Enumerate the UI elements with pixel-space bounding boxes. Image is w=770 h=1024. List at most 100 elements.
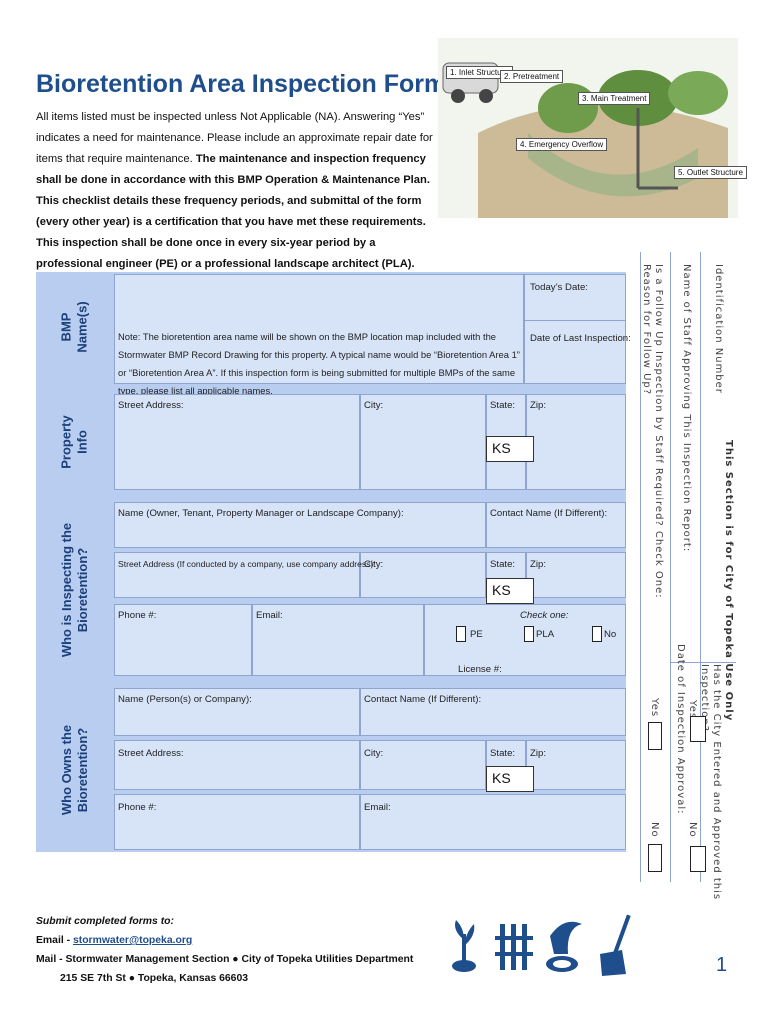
staff-divider-1: [670, 252, 671, 882]
inspector-city-label: City:: [364, 559, 384, 570]
intro-text: All items listed must be inspected unles…: [36, 107, 436, 275]
follow-up-label: Is a Follow Up Inspection by Staff Requi…: [653, 264, 664, 599]
label-outlet-structure: 5. Outlet Structure: [674, 166, 747, 179]
property-street-field[interactable]: [114, 394, 360, 490]
icon-row: [452, 914, 631, 976]
inspector-street-label: Street Address (If conducted by a compan…: [118, 559, 376, 569]
no-checkbox[interactable]: [592, 626, 602, 642]
owner-name-label: Name (Person(s) or Company):: [118, 694, 252, 705]
date-last-inspection-label: Date of Last Inspection:: [530, 333, 631, 344]
inspector-name-field[interactable]: [114, 502, 486, 548]
inspector-state-value: KS: [486, 578, 534, 604]
property-state-value: KS: [486, 436, 534, 462]
inspector-zip-field[interactable]: [526, 552, 626, 598]
intro-bold: The maintenance and inspection frequency…: [36, 153, 430, 270]
email-prefix: Email -: [36, 935, 73, 946]
address-line: 215 SE 7th St ● Topeka, Kansas 66603: [60, 973, 249, 984]
entered-no-checkbox[interactable]: [690, 846, 706, 872]
footer: Submit completed forms to: Email - storm…: [36, 912, 413, 988]
owner-phone-field[interactable]: [114, 794, 360, 850]
todays-date-label: Today’s Date:: [530, 282, 588, 293]
staff-divider-left: [640, 252, 641, 882]
label-inlet: 1. Inlet Structure: [446, 66, 513, 79]
inspector-zip-label: Zip:: [530, 559, 546, 570]
owner-zip-field[interactable]: [526, 740, 626, 790]
no-label-2: No: [687, 822, 698, 838]
entered-yes-checkbox[interactable]: [690, 716, 706, 742]
no-label: No: [649, 822, 660, 838]
identification-number-label: Identification Number: [713, 264, 724, 394]
intro-plain: All items listed must be inspected unles…: [36, 111, 433, 165]
email-line: Email - stormwater@topeka.org: [36, 931, 413, 950]
label-main-treatment: 3. Main Treatment: [578, 92, 651, 105]
owner-email-label: Email:: [364, 802, 391, 813]
pe-label: PE: [470, 629, 483, 640]
fence-icon: [495, 924, 533, 970]
plant-icon: [452, 920, 476, 972]
city-use-only-section: This Section is for City of Topeka Use O…: [640, 252, 736, 900]
inspector-email-label: Email:: [256, 610, 283, 621]
inspector-contact-label: Contact Name (If Different):: [490, 508, 608, 519]
date-divider: [524, 320, 626, 321]
staff-divider-h: [670, 662, 736, 663]
page-number: 1: [716, 954, 728, 976]
owner-state-value: KS: [486, 766, 534, 792]
follow-up-no-checkbox[interactable]: [648, 844, 662, 872]
inspector-street-field[interactable]: [114, 552, 360, 598]
submit-heading: Submit completed forms to:: [36, 916, 174, 927]
owner-contact-field[interactable]: [360, 688, 626, 736]
label-emergency-overflow: 4. Emergency Overflow: [516, 138, 608, 151]
witch-hat-icon: [546, 921, 582, 972]
inspector-city-field[interactable]: [360, 552, 486, 598]
inspector-phone-field[interactable]: [114, 604, 252, 676]
check-one-label: Check one:: [520, 610, 569, 621]
owner-zip-label: Zip:: [530, 748, 546, 759]
staff-divider-2: [700, 252, 701, 882]
inspector-email-field[interactable]: [252, 604, 424, 676]
footer-icons: [450, 910, 640, 980]
inspector-phone-label: Phone #:: [118, 610, 157, 621]
broom-icon: [600, 914, 631, 976]
staff-name-label: Name of Staff Approving This Inspection …: [681, 264, 692, 553]
inspector-contact-field[interactable]: [486, 502, 626, 548]
mail-line: Mail - Stormwater Management Section ● C…: [36, 954, 414, 965]
property-zip-label: Zip:: [530, 400, 546, 411]
property-zip-field[interactable]: [526, 394, 626, 490]
inspector-state-label: State:: [490, 559, 516, 570]
owner-state-label: State:: [490, 748, 516, 759]
bmp-name-field[interactable]: [114, 274, 524, 384]
label-pretreatment: 2. Pretreatment: [500, 70, 564, 83]
property-city-label: City:: [364, 400, 384, 411]
date-fields: [524, 274, 626, 384]
owner-phone-label: Phone #:: [118, 802, 157, 813]
owner-city-field[interactable]: [360, 740, 486, 790]
owner-contact-label: Contact Name (If Different):: [364, 694, 482, 705]
owner-city-label: City:: [364, 748, 384, 759]
bioretention-diagram: 1. Inlet Structure 2. Pretreatment 3. Ma…: [438, 38, 747, 218]
owner-name-field[interactable]: [114, 688, 360, 736]
city-use-heading: This Section is for City of Topeka Use O…: [723, 440, 734, 722]
license-label: License #:: [458, 664, 502, 675]
pe-checkbox[interactable]: [456, 626, 466, 642]
email-link[interactable]: stormwater@topeka.org: [72, 935, 193, 946]
owner-street-label: Street Address:: [118, 748, 184, 759]
property-state-label: State:: [490, 400, 516, 411]
diagram-graphic: [438, 38, 738, 218]
follow-up-yes-checkbox[interactable]: [648, 722, 662, 750]
pla-checkbox[interactable]: [524, 626, 534, 642]
property-street-label: Street Address:: [118, 400, 184, 411]
yes-label: Yes: [649, 698, 660, 718]
property-city-field[interactable]: [360, 394, 486, 490]
reason-label: Reason for Follow Up?: [641, 264, 652, 396]
date-approval-label: Date of Inspection Approval:: [675, 644, 686, 815]
bmp-note: Note: The bioretention area name will be…: [118, 331, 520, 396]
owner-street-field[interactable]: [114, 740, 360, 790]
entered-approved-label-1: Has the City Entered and Approved this: [711, 664, 722, 901]
inspector-name-label: Name (Owner, Tenant, Property Manager or…: [118, 508, 404, 519]
owner-email-field[interactable]: [360, 794, 626, 850]
